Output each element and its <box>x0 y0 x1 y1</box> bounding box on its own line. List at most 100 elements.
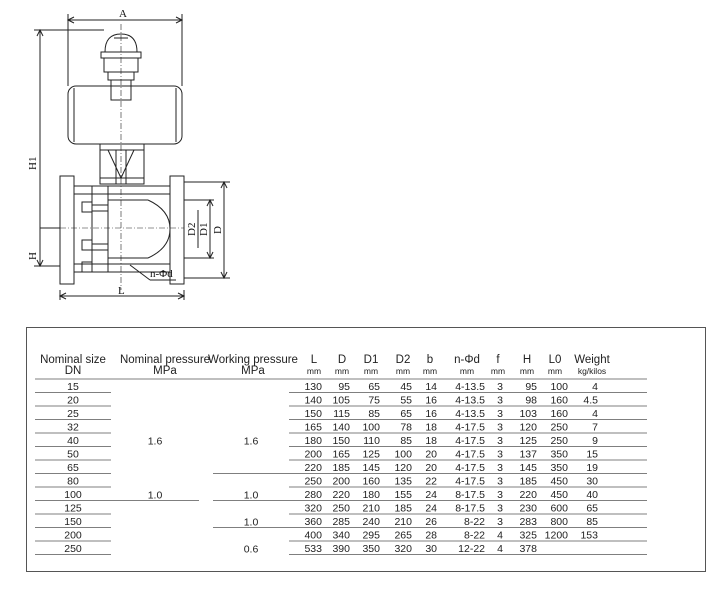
valve-technical-drawing: A H1 H L D2 D1 D n-Φd <box>27 8 230 300</box>
dim-label-d1: D1 <box>198 223 210 236</box>
cell-dn: 150 <box>64 516 82 528</box>
table-cell: 24 <box>425 489 437 501</box>
table-cell: 65 <box>400 408 412 420</box>
table-cell: 150 <box>304 408 322 420</box>
table-cell: 28 <box>425 530 437 542</box>
table-cell: 1200 <box>545 530 569 542</box>
table-cell: 145 <box>519 462 537 474</box>
table-cell: 350 <box>550 449 568 461</box>
table-cell: 55 <box>400 395 412 407</box>
table-cell: 12-22 <box>458 543 485 555</box>
header-name: f <box>496 354 500 366</box>
table-cell: 8-22 <box>464 516 485 528</box>
table-cell: 325 <box>519 530 537 542</box>
cell-dn: 80 <box>67 476 79 488</box>
table-cell: 30 <box>425 543 437 555</box>
table-cell: 137 <box>519 449 537 461</box>
header-name: L <box>311 354 318 366</box>
table-cell: 15 <box>586 449 598 461</box>
table-cell: 4.5 <box>583 395 598 407</box>
table-cell: 4 <box>592 381 598 393</box>
header-name: L0 <box>549 354 562 366</box>
table-cell: 150 <box>332 435 350 447</box>
table-cell: 165 <box>332 449 350 461</box>
table-cell: 135 <box>394 476 412 488</box>
table-cell: 240 <box>362 516 380 528</box>
header-name: n-Φd <box>454 354 480 366</box>
working-pressure-value: 1.6 <box>244 435 259 447</box>
table-cell: 145 <box>362 462 380 474</box>
header-name: D2 <box>396 354 411 366</box>
table-cell: 265 <box>394 530 412 542</box>
header-unit: kg/kilos <box>578 366 606 376</box>
table-cell: 4-13.5 <box>455 408 485 420</box>
cell-dn: 125 <box>64 503 82 515</box>
table-cell: 220 <box>519 489 537 501</box>
table-cell: 185 <box>394 503 412 515</box>
dim-label-holes: n-Φd <box>150 268 173 280</box>
table-cell: 340 <box>332 530 350 542</box>
header-unit: MPa <box>241 365 265 377</box>
table-cell: 400 <box>304 530 322 542</box>
table-cell: 533 <box>304 543 322 555</box>
table-cell: 450 <box>550 489 568 501</box>
table-cell: 85 <box>368 408 380 420</box>
table-cell: 95 <box>338 381 350 393</box>
table-cell: 18 <box>425 422 437 434</box>
cell-dn: 20 <box>67 395 79 407</box>
header-unit: DN <box>65 365 82 377</box>
table-cell: 320 <box>394 543 412 555</box>
header-unit: mm <box>364 366 378 376</box>
table-cell: 210 <box>362 503 380 515</box>
header-unit: mm <box>520 366 534 376</box>
table-cell: 20 <box>425 449 437 461</box>
cell-dn: 40 <box>67 435 79 447</box>
table-cell: 295 <box>362 530 380 542</box>
table-cell: 130 <box>304 381 322 393</box>
table-cell: 320 <box>304 503 322 515</box>
table-cell: 115 <box>333 408 350 420</box>
table-cell: 8-22 <box>464 530 485 542</box>
table-cell: 125 <box>362 449 380 461</box>
working-pressure-value: 0.6 <box>244 543 259 555</box>
table-cell: 155 <box>394 489 412 501</box>
table-cell: 600 <box>550 503 568 515</box>
table-cell: 24 <box>425 503 437 515</box>
table-cell: 105 <box>332 395 350 407</box>
table-cell: 4-17.5 <box>455 476 485 488</box>
table-cell: 160 <box>550 408 568 420</box>
table-cell: 4-17.5 <box>455 462 485 474</box>
table-cell: 95 <box>525 381 537 393</box>
table-cell: 110 <box>363 435 380 447</box>
table-cell: 3 <box>497 435 503 447</box>
table-cell: 18 <box>425 435 437 447</box>
dim-label-h: H <box>27 252 39 260</box>
dim-label-h1: H1 <box>27 157 39 170</box>
table-cell: 165 <box>304 422 322 434</box>
table-cell: 450 <box>550 476 568 488</box>
dim-label-d: D <box>212 226 224 234</box>
cell-dn: 250 <box>64 543 82 555</box>
table-cell: 3 <box>497 503 503 515</box>
table-cell: 283 <box>519 516 537 528</box>
table-cell: 3 <box>497 381 503 393</box>
table-cell: 125 <box>519 435 537 447</box>
table-cell: 280 <box>304 489 322 501</box>
header-name: b <box>427 354 433 366</box>
cell-dn: 25 <box>67 408 79 420</box>
table-cell: 8-17.5 <box>455 503 485 515</box>
cell-dn: 32 <box>67 422 79 434</box>
table-cell: 4-17.5 <box>455 422 485 434</box>
nominal-pressure-value: 1.0 <box>148 489 163 501</box>
table-cell: 4-13.5 <box>455 381 485 393</box>
table-cell: 180 <box>304 435 322 447</box>
table-cell: 200 <box>304 449 322 461</box>
cell-dn: 50 <box>67 449 79 461</box>
table-cell: 3 <box>497 449 503 461</box>
table-cell: 250 <box>304 476 322 488</box>
header-name: Nominal size <box>40 354 106 366</box>
header-unit: mm <box>335 366 349 376</box>
header-unit: mm <box>396 366 410 376</box>
header-unit: MPa <box>153 365 177 377</box>
table-cell: 120 <box>519 422 537 434</box>
